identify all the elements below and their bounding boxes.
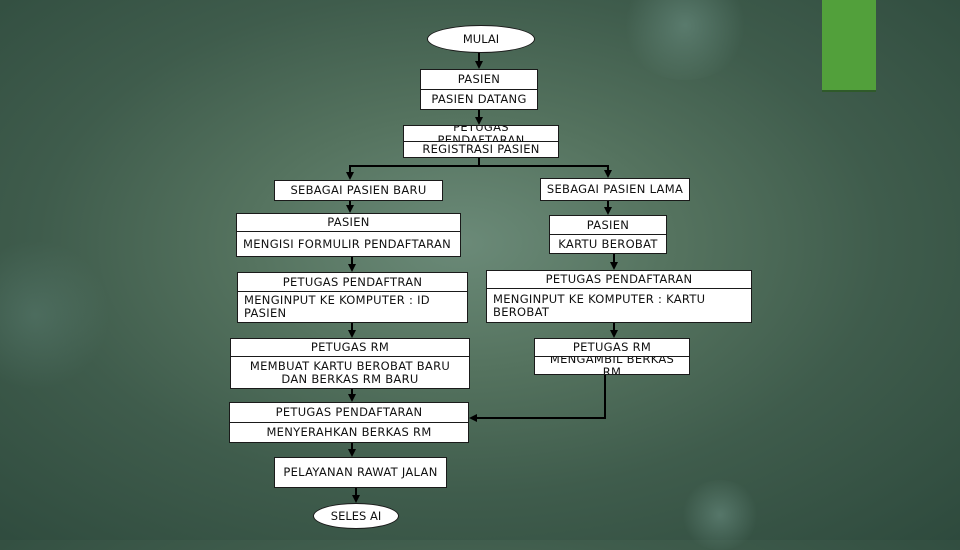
patient-arrival-text: PASIEN DATANG (421, 89, 537, 109)
new-patient-step2-text: MENGINPUT KE KOMPUTER : ID PASIEN (238, 291, 467, 322)
branch-split-right (479, 165, 612, 178)
old-patient-step3-box: PETUGAS RM MENGAMBIL BERKAS RM (534, 338, 690, 375)
new-patient-step3-text: MEMBUAT KARTU BEROBAT BARU DAN BERKAS RM… (231, 356, 469, 388)
old-patient-branch: SEBAGAI PASIEN LAMA (540, 178, 690, 201)
end-terminal: SELES AI (313, 503, 399, 529)
outpatient-service-box: PELAYANAN RAWAT JALAN (274, 457, 447, 488)
new-patient-branch-label: SEBAGAI PASIEN BARU (290, 183, 427, 197)
old-patient-step2-box: PETUGAS PENDAFTARAN MENGINPUT KE KOMPUTE… (486, 270, 752, 323)
new-patient-step2-title: PETUGAS PENDAFTRAN (282, 274, 423, 289)
branch-split (346, 158, 480, 180)
registration-box: PETUGAS PENDAFTARAN REGISTRASI PASIEN (403, 125, 559, 158)
patient-arrival-box: PASIEN PASIEN DATANG (420, 69, 538, 110)
old-patient-branch-label: SEBAGAI PASIEN LAMA (546, 182, 684, 196)
registration-title: PETUGAS PENDAFTARAN (437, 126, 525, 141)
old-patient-step1-text: KARTU BEROBAT (550, 234, 666, 253)
handover-box: PETUGAS PENDAFTARAN MENYERAHKAN BERKAS R… (229, 402, 469, 443)
new-patient-step1-box: PASIEN MENGISI FORMULIR PENDAFTARAN (236, 213, 461, 257)
old-patient-step3-text: MENGAMBIL BERKAS RM (535, 356, 689, 374)
arrow-old-to-handover (469, 375, 606, 422)
handover-title: PETUGAS PENDAFTARAN (275, 405, 423, 419)
accent-bar (822, 0, 876, 92)
new-patient-step1-text: MENGISI FORMULIR PENDAFTARAN (237, 231, 460, 256)
start-label: MULAI (462, 31, 500, 46)
new-patient-step3-title: PETUGAS RM (310, 340, 390, 354)
new-patient-branch: SEBAGAI PASIEN BARU (274, 180, 443, 201)
start-terminal: MULAI (427, 25, 535, 53)
old-patient-step2-title: PETUGAS PENDAFTARAN (545, 272, 693, 286)
patient-arrival-title: PASIEN (457, 72, 501, 86)
old-patient-step2-text: MENGINPUT KE KOMPUTER : KARTU BEROBAT (487, 288, 751, 322)
old-patient-step3-title: PETUGAS RM (572, 340, 652, 354)
new-patient-step2-box: PETUGAS PENDAFTRAN MENGINPUT KE KOMPUTER… (237, 272, 468, 323)
new-patient-step1-title: PASIEN (327, 215, 370, 229)
old-patient-step1-box: PASIEN KARTU BEROBAT (549, 215, 667, 254)
old-patient-step1-title: PASIEN (586, 217, 630, 232)
outpatient-service-label: PELAYANAN RAWAT JALAN (283, 465, 438, 479)
new-patient-step3-box: PETUGAS RM MEMBUAT KARTU BEROBAT BARU DA… (230, 338, 470, 389)
end-label: SELES AI (330, 508, 382, 523)
registration-text: REGISTRASI PASIEN (404, 141, 558, 157)
handover-text: MENYERAHKAN BERKAS RM (230, 422, 468, 442)
